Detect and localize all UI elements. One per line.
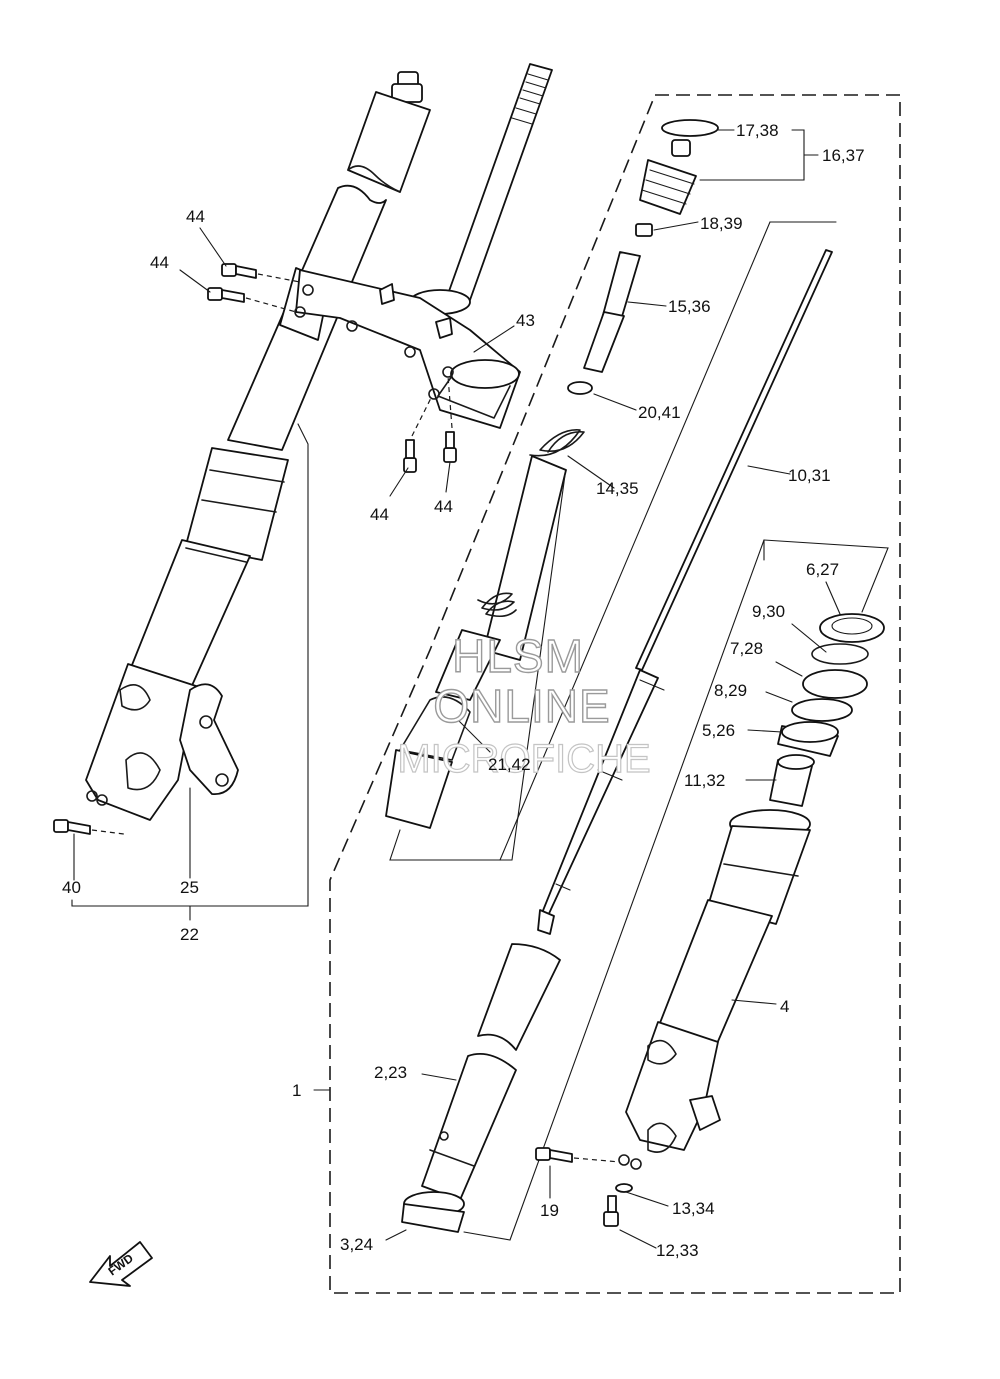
callout-2-23: 2,23 <box>374 1063 407 1082</box>
steering-stem-assembly <box>294 63 553 429</box>
callout-44-c: 44 <box>370 505 389 524</box>
callout-44-b: 44 <box>150 253 169 272</box>
callout-44-d: 44 <box>434 497 453 516</box>
callout-18-39: 18,39 <box>700 214 743 233</box>
callout-10-31: 10,31 <box>788 466 831 485</box>
callout-7-28: 7,28 <box>730 639 763 658</box>
damper-cap-assembly <box>385 119 719 861</box>
callout-13-34: 13,34 <box>672 1199 715 1218</box>
leader-lines <box>73 129 841 1249</box>
drain-bolt-12-33 <box>603 1183 633 1227</box>
callout-19: 19 <box>540 1201 559 1220</box>
assembly-outline <box>329 94 901 1294</box>
callout-4: 4 <box>780 997 789 1016</box>
callout-12-33: 12,33 <box>656 1241 699 1260</box>
callout-44-a: 44 <box>186 207 205 226</box>
callout-9-30: 9,30 <box>752 602 785 621</box>
callout-5-26: 5,26 <box>702 721 735 740</box>
callout-25: 25 <box>180 878 199 897</box>
bolt-44-group <box>207 263 457 473</box>
callout-3-24: 3,24 <box>340 1235 373 1254</box>
callout-11-32: 11,32 <box>684 771 725 790</box>
callout-43: 43 <box>516 311 535 330</box>
callout-16-37: 16,37 <box>822 146 865 165</box>
callout-21-42: 21,42 <box>488 755 531 774</box>
watermark-line-3: MICROFICHE <box>397 737 650 781</box>
damper-rod <box>499 221 837 935</box>
callout-17-38: 17,38 <box>736 121 779 140</box>
callout-6-27: 6,27 <box>806 560 839 579</box>
watermark: HLSM ONLINE MICROFICHE <box>397 629 652 781</box>
callout-22: 22 <box>180 925 199 944</box>
callout-14-35: 14,35 <box>596 479 639 498</box>
bolt-40 <box>53 819 125 835</box>
callout-8-29: 8,29 <box>714 681 747 700</box>
right-slider-assembly <box>463 539 889 1241</box>
watermark-line-2: ONLINE <box>433 680 610 732</box>
callout-15-36: 15,36 <box>668 297 711 316</box>
callout-20-41: 20,41 <box>638 403 681 422</box>
callout-labels: 17,38 16,37 18,39 15,36 43 44 44 44 44 2… <box>62 121 865 1260</box>
fwd-arrow-icon: FWD <box>89 1241 153 1287</box>
watermark-line-1: HLSM <box>452 630 584 682</box>
callout-1: 1 <box>292 1081 301 1100</box>
callout-40: 40 <box>62 878 81 897</box>
left-fork-assembly <box>71 71 431 907</box>
inner-tube-assembly <box>401 943 561 1233</box>
bolt-19 <box>535 1147 621 1163</box>
